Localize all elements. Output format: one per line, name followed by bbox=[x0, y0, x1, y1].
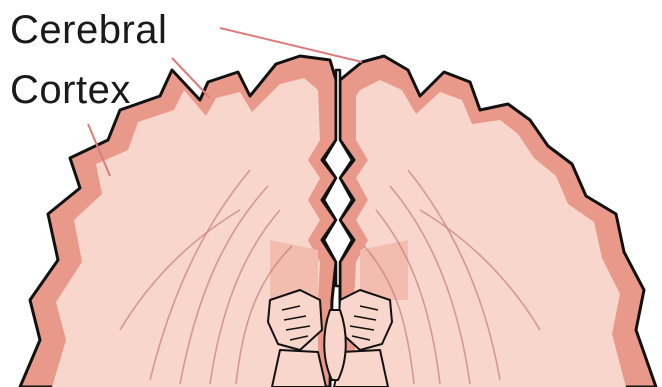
label-cortex: Cortex bbox=[10, 66, 131, 114]
leader-line-to-cortex-top bbox=[220, 28, 362, 62]
right-hemisphere bbox=[340, 56, 656, 387]
right-white-matter bbox=[354, 80, 626, 387]
label-cerebral: Cerebral bbox=[10, 6, 167, 54]
fornix bbox=[324, 310, 346, 380]
left-thalamus bbox=[272, 350, 326, 387]
